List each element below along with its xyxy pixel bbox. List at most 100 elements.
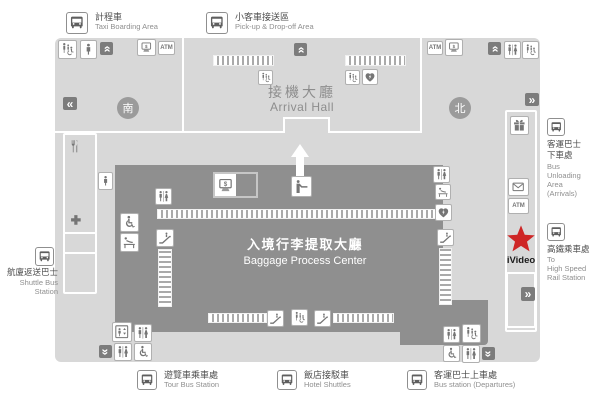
arrival-hall-entrance-notch: [283, 117, 330, 133]
north-marker: 北: [449, 97, 471, 119]
aed-icon: [362, 69, 378, 85]
women-men-toilet-icon: [504, 41, 521, 59]
women-men-toilet-icon: [433, 166, 450, 183]
bus-icon: [547, 118, 565, 136]
right-service-corridor: [505, 110, 537, 332]
accessible-toilet-icon: [345, 70, 360, 85]
escalator-icon: [437, 229, 454, 246]
baggage-carousel: [208, 313, 267, 323]
elevator-icon: [112, 322, 132, 342]
right-exit-room: [506, 272, 536, 328]
bus-icon: [277, 370, 297, 390]
unloading-zh1: 客運巴士: [547, 139, 582, 149]
hsr-en1: To: [547, 255, 555, 264]
arrival-hall-bottom-wall-left: [55, 131, 283, 133]
bus-icon: [547, 223, 565, 241]
service-counter-icon: [291, 176, 312, 197]
hotel-stop-en: Hotel Shuttles: [304, 380, 351, 389]
hsr-en2: High Speed: [547, 264, 587, 273]
entrance-doors: [345, 55, 406, 66]
bus-icon: [206, 12, 228, 34]
baby-care-icon: [435, 184, 451, 200]
atm-icon: ATM: [427, 41, 443, 55]
atm-icon: ATM: [508, 198, 529, 214]
aed-icon: [435, 204, 452, 221]
baggage-hall-title-zh: 入境行李提取大廳: [246, 237, 363, 252]
accessible-toilet-icon: [58, 40, 77, 59]
left-service-room: [63, 252, 97, 294]
taxi-stop-label: 計程車 Taxi Boarding Area: [66, 11, 196, 39]
accessible-toilet-icon: [258, 70, 273, 85]
tour-stop-zh: 遊覽車乘車處: [164, 370, 219, 380]
restaurant-icon: [66, 138, 83, 155]
arrival-hall-title-en: Arrival Hall: [269, 100, 334, 114]
hsr-zh: 高鐵乘車處: [547, 244, 590, 254]
men-toilet-icon: [80, 40, 97, 59]
chevron-down-icon: »: [482, 347, 496, 360]
bus-icon: [407, 370, 427, 390]
shuttle-stop-zh: 航廈返送巴士: [6, 267, 58, 277]
chevron-up-icon: »: [294, 43, 308, 56]
pickup-stop-en: Pick-up & Drop-off Area: [235, 22, 314, 31]
terminal-floor-map: 接機大廳 Arrival Hall » $ ATM » ATM $ » 南 北 …: [55, 38, 540, 363]
atm-icon: ATM: [158, 41, 175, 55]
unloading-en1: Bus: [547, 162, 560, 171]
chevron-up-icon: »: [488, 42, 502, 55]
svg-text:$: $: [145, 44, 148, 49]
baggage-carousel: [333, 313, 394, 323]
unloading-en3: Area: [547, 180, 563, 189]
hsr-en3: Rail Station: [547, 273, 586, 282]
hotel-stop-zh: 飯店接駁車: [304, 370, 350, 380]
bus-departures-stop-label: 客運巴士上車處 Bus station (Departures): [407, 368, 547, 394]
ivideo-star-icon: [505, 223, 537, 255]
departures-stop-zh: 客運巴士上車處: [434, 370, 498, 380]
women-men-toilet-icon: [155, 188, 172, 205]
baggage-carousel: [439, 248, 452, 305]
taxi-stop-en: Taxi Boarding Area: [95, 22, 158, 31]
svg-text:$: $: [224, 181, 228, 187]
unloading-en4: (Arrivals): [547, 189, 577, 198]
tour-stop-en: Tour Bus Station: [164, 380, 220, 389]
baggage-carousel: [157, 209, 441, 219]
arrival-hall-left-wall: [182, 38, 184, 133]
departures-stop-en: Bus station (Departures): [434, 380, 516, 389]
currency-exchange-icon: $: [137, 39, 156, 56]
baggage-hall-title-en: Baggage Process Center: [243, 255, 367, 267]
shuttle-stop-en1: Shuttle Bus: [19, 278, 58, 287]
gift-shop-icon: [510, 116, 529, 135]
hsr-access-label: 高鐵乘車處 To High Speed Rail Station: [546, 221, 600, 285]
escalator-icon: [267, 310, 284, 327]
men-toilet-icon: [98, 172, 113, 190]
up-arrow: [291, 144, 309, 177]
pickup-dropoff-stop-label: 小客車接送區 Pick-up & Drop-off Area: [206, 11, 346, 39]
women-men-toilet-icon: [462, 345, 480, 363]
unloading-zh2: 下車處: [547, 150, 573, 160]
bus-icon: [137, 370, 157, 390]
accessible-toilet-icon: [522, 41, 539, 59]
arrival-hall-bottom-wall-right: [330, 131, 422, 133]
wheelchair-icon: [134, 343, 152, 361]
pickup-stop-zh: 小客車接送區: [235, 12, 290, 22]
arrival-hall-right-wall: [420, 38, 422, 133]
bus-icon: [35, 247, 54, 266]
shuttle-bus-stop-label: 航廈返送巴士 Shuttle Bus Station: [2, 246, 58, 300]
currency-exchange-icon: $: [215, 174, 236, 196]
wheelchair-icon: [120, 213, 139, 232]
svg-text:$: $: [453, 44, 456, 49]
wheelchair-icon: [443, 345, 460, 362]
women-men-toilet-icon: [443, 326, 460, 343]
entrance-doors: [213, 55, 274, 66]
currency-exchange-icon: $: [445, 39, 463, 56]
chevron-right-icon: »: [521, 287, 535, 301]
south-marker: 南: [117, 97, 139, 119]
shuttle-stop-en2: Station: [34, 287, 58, 296]
bus-icon: [66, 12, 88, 34]
chevron-up-icon: »: [100, 42, 114, 55]
hotel-shuttle-stop-label: 飯店接駁車 Hotel Shuttles: [277, 368, 397, 394]
unloading-en2: Unloading: [547, 171, 581, 180]
chevron-down-icon: »: [99, 345, 113, 358]
escalator-icon: [314, 310, 331, 327]
accessible-toilet-icon: [291, 309, 308, 326]
accessible-toilet-icon: [462, 324, 481, 343]
